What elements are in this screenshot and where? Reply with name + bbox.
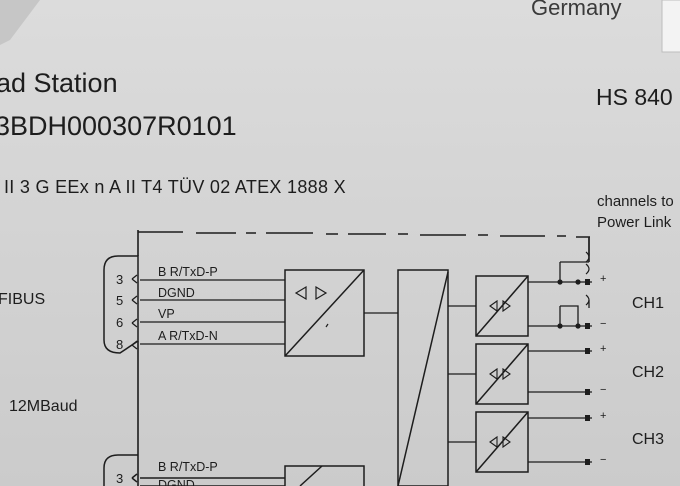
note-line-2: Power Link [597, 214, 672, 231]
channel-arrows [489, 299, 511, 449]
plus-mark: + [600, 343, 607, 355]
bus-channel-links [448, 305, 476, 443]
signal-label: DGND [158, 286, 195, 300]
model-number: HS 840 [596, 84, 673, 110]
product-title: ad Station [0, 68, 118, 98]
channel-label: CH2 [632, 364, 665, 381]
dsub-connector-2 [103, 454, 365, 486]
minus-mark: − [600, 318, 607, 330]
pin-number: 3 [116, 471, 124, 486]
bus-label: FIBUS [0, 291, 46, 308]
certification-marking: II 3 G EEx n A II T4 TÜV 02 ATEX 1888 X [4, 177, 346, 197]
dsub-connector-1 [103, 255, 139, 354]
signal-lines [140, 279, 285, 345]
signal-label: A R/TxD-N [158, 329, 218, 343]
internal-bus-block [397, 269, 449, 486]
enclosure-outline [137, 230, 590, 486]
pin-number: 3 [116, 272, 124, 287]
connector-pin-marks [131, 274, 138, 350]
minus-mark: − [600, 384, 607, 396]
channel-blocks [475, 275, 529, 473]
note-line-1: channels to [597, 193, 674, 210]
transceiver-block-1 [284, 269, 365, 357]
plus-mark: + [600, 273, 607, 285]
channel-output-lines [528, 238, 592, 463]
terminal-marks [585, 251, 590, 306]
pin-number: 8 [116, 337, 124, 352]
signal-label: B R/TxD-P [158, 460, 218, 474]
country-text: Germany [531, 0, 622, 20]
signal-label: B R/TxD-P [158, 265, 218, 279]
plus-mark: + [600, 410, 607, 422]
part-number: 3BDH000307R0101 [0, 111, 237, 141]
channel-label: CH1 [632, 295, 665, 312]
signal-label: VP [158, 307, 175, 321]
top-left-shadow [0, 0, 40, 45]
label-sticker [661, 0, 680, 53]
junction-dots [557, 279, 590, 465]
minus-mark: − [600, 454, 607, 466]
signal-label: DGND [158, 479, 195, 486]
channel-label: CH3 [632, 431, 665, 448]
pin-number: 5 [116, 293, 124, 308]
pin-number: 6 [116, 315, 124, 330]
baud-rate-label: 12MBaud [9, 398, 78, 415]
